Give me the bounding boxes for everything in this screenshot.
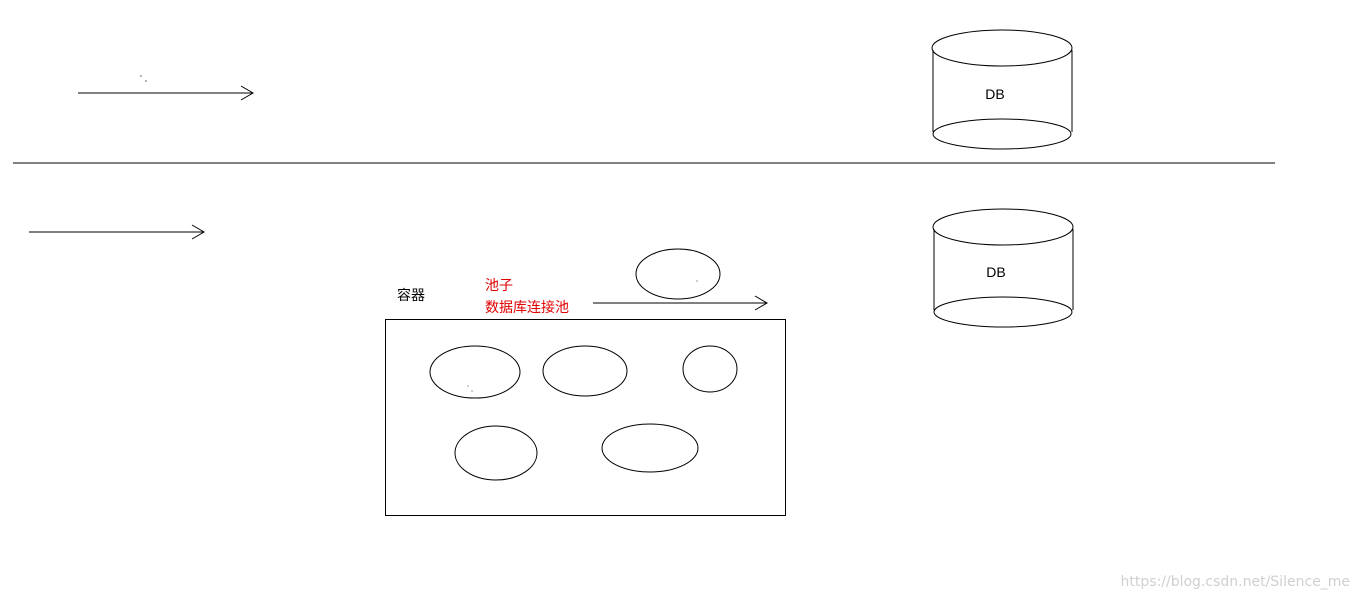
pool-label: 池子	[485, 278, 513, 294]
db-cylinder-top	[931, 29, 1073, 150]
pooled-connection	[429, 345, 521, 399]
db-label-bottom: DB	[986, 264, 1006, 280]
stray-dot	[471, 390, 473, 392]
stray-dot	[696, 280, 698, 282]
db-label-top: DB	[985, 86, 1005, 102]
stray-dot	[467, 385, 469, 387]
container-label: 容器	[397, 288, 425, 304]
connection-object	[635, 248, 721, 300]
top-request-arrow	[78, 85, 254, 101]
watermark: https://blog.csdn.net/Silence_me	[1120, 574, 1350, 590]
pooled-connection	[601, 423, 699, 473]
pooled-connection	[454, 425, 538, 481]
stray-dot	[140, 75, 142, 77]
db-cylinder-bottom	[932, 208, 1074, 328]
container-box	[385, 319, 786, 516]
stray-dot	[145, 80, 147, 82]
connection-pool-label: 数据库连接池	[485, 300, 569, 316]
pool-arrow	[593, 295, 768, 311]
bottom-request-arrow	[29, 224, 205, 240]
pooled-connection	[682, 345, 738, 393]
pooled-connection	[542, 345, 628, 397]
